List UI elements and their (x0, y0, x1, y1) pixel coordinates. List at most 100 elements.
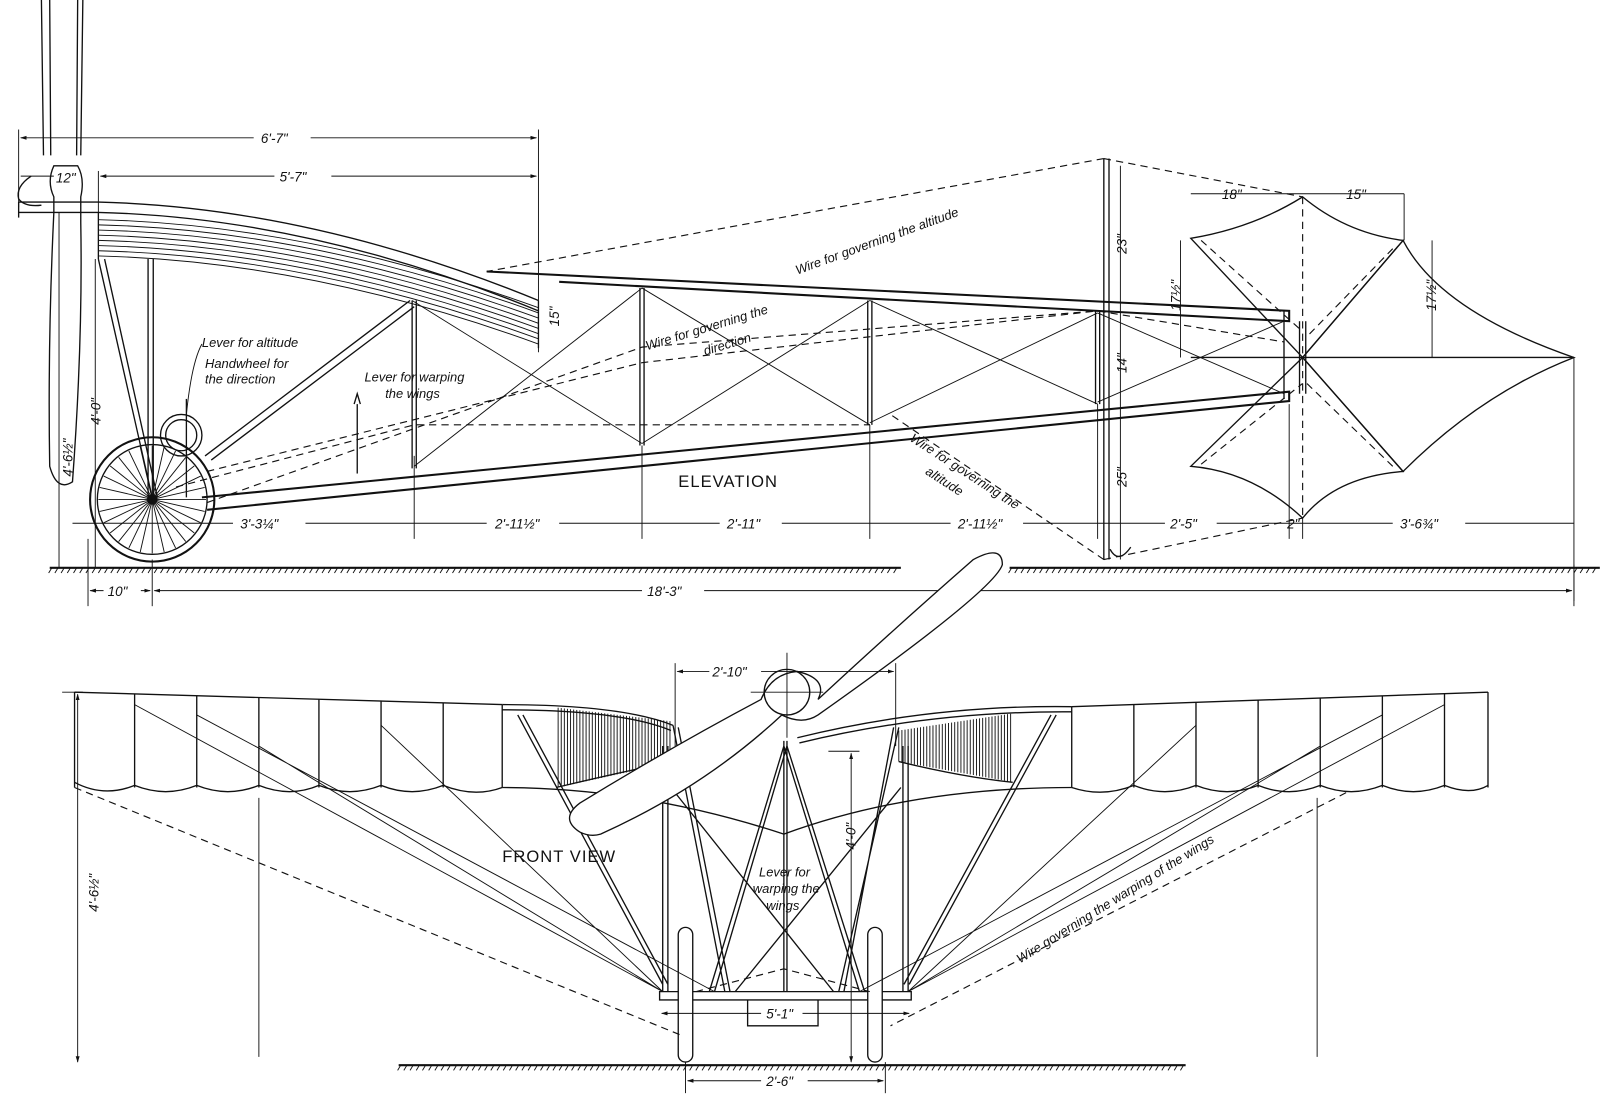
ground-hatch (321, 567, 326, 574)
ground-hatch (1037, 1064, 1042, 1071)
ground-hatch (1262, 567, 1267, 574)
ground-hatch (675, 567, 680, 574)
ground-hatch (445, 567, 450, 574)
ground-hatch (546, 1064, 551, 1071)
ground-hatch (768, 567, 773, 574)
ground-hatch (669, 567, 674, 574)
ground-hatch (284, 567, 289, 574)
ground-hatch (1030, 1064, 1035, 1071)
ground-hatch (1368, 567, 1373, 574)
ground-hatch (358, 567, 363, 574)
ground-hatch (1033, 567, 1037, 574)
ground-hatch (1592, 567, 1597, 574)
dim-track: 2'-6" (765, 1074, 794, 1089)
wheel-spoke (103, 499, 153, 524)
ground-hatch (588, 567, 593, 574)
wheel-spoke (128, 450, 153, 500)
ground-hatch (1337, 567, 1342, 574)
ground-hatch (397, 1064, 402, 1071)
ground-hatch (981, 1064, 986, 1071)
ground-hatch (788, 1064, 793, 1071)
front-view: 2'-10" 4'-6½" 4'-0" 5'-1" 2'-6" FRONT VI… (62, 552, 1489, 1094)
ground-hatch (1157, 567, 1162, 574)
ground-hatch (607, 567, 612, 574)
ground-hatch (1142, 1064, 1147, 1071)
ground-hatch (576, 567, 581, 574)
ground-hatch (582, 567, 587, 574)
dim-propeller-hub-span: 2'-10" (711, 665, 747, 680)
ground-hatch (1300, 567, 1305, 574)
wheel-spoke (99, 498, 153, 512)
ground-hatch (1436, 567, 1441, 574)
ground-hatch (651, 1064, 656, 1071)
label-front-lever-1: Lever for (759, 865, 811, 880)
ground-hatch (1057, 567, 1062, 574)
ground-hatch (477, 1064, 482, 1071)
ground-hatch (1554, 567, 1559, 574)
ground-hatch (1455, 567, 1460, 574)
ground-hatch (1055, 1064, 1060, 1071)
ground-hatch (1180, 1064, 1184, 1071)
dim-rudder-top: 23" (1115, 233, 1130, 255)
wing-lamination (98, 229, 539, 319)
ground-hatch (893, 567, 898, 574)
ground-hatch (812, 567, 817, 574)
dim-prop-hub: 12" (56, 170, 77, 185)
ground-hatch (577, 1064, 582, 1071)
label-handwheel-2: the direction (205, 371, 275, 386)
ground-hatch (1312, 567, 1317, 574)
ground-hatch (950, 1064, 955, 1071)
dim-nose-offset: 10" (108, 584, 129, 599)
ground-hatch (290, 567, 295, 574)
ground-hatch (465, 1064, 470, 1071)
ground-hatch (1325, 567, 1329, 574)
ground-hatch (1219, 567, 1224, 574)
ground-hatch (1374, 567, 1379, 574)
ground-hatch (521, 1064, 526, 1071)
ground-hatch (968, 1064, 973, 1071)
ground-hatch (191, 567, 196, 574)
ground-hatch (644, 567, 649, 574)
label-wire-altitude-upper: Wire for governing the altitude (793, 204, 960, 277)
ground-hatch (160, 567, 165, 574)
ground-hatch (315, 567, 320, 574)
ground-hatch (725, 567, 730, 574)
ground-hatch (1188, 567, 1193, 574)
ground-hatch (776, 1064, 781, 1071)
ground-hatch (414, 567, 419, 574)
ground-hatch (1175, 567, 1180, 574)
ground-hatch (377, 567, 382, 574)
ground-hatch (1206, 567, 1211, 574)
ground-hatch (1049, 1064, 1054, 1071)
ground-hatch (856, 1064, 861, 1071)
ground-hatch (1182, 567, 1187, 574)
ground-hatch (694, 567, 699, 574)
ground-hatch (762, 567, 767, 574)
ground-hatch (633, 1064, 638, 1071)
ground-hatch (1045, 567, 1050, 574)
ground-hatch (1018, 1064, 1023, 1071)
wing-lamination (98, 224, 539, 314)
ground-hatch (658, 1064, 663, 1071)
ground-hatch (496, 1064, 501, 1071)
ground-hatch (551, 567, 556, 574)
ground-hatch (1006, 1064, 1010, 1071)
wing-lamination (98, 245, 539, 335)
ground-hatch (1443, 567, 1447, 574)
ground-hatch (415, 1064, 420, 1071)
ground-hatch (806, 567, 811, 574)
ground-hatch (501, 567, 506, 574)
ground-hatch (403, 1064, 408, 1071)
dim-front-wing-height: 4'-0" (843, 822, 858, 850)
ground-hatch (1105, 1064, 1110, 1071)
ground-hatch (824, 567, 829, 574)
ground-hatch (719, 567, 724, 574)
dim-rudder-bottom: 25" (1115, 466, 1130, 488)
ground-hatch (1542, 567, 1547, 574)
ground-hatch (209, 567, 214, 574)
ground-hatch (975, 1064, 979, 1071)
wing-lamination (98, 234, 539, 324)
dim-bay-7: 3'-6¾" (1400, 516, 1439, 531)
wing-wires (74, 704, 1445, 1057)
ground-hatch (619, 567, 624, 574)
